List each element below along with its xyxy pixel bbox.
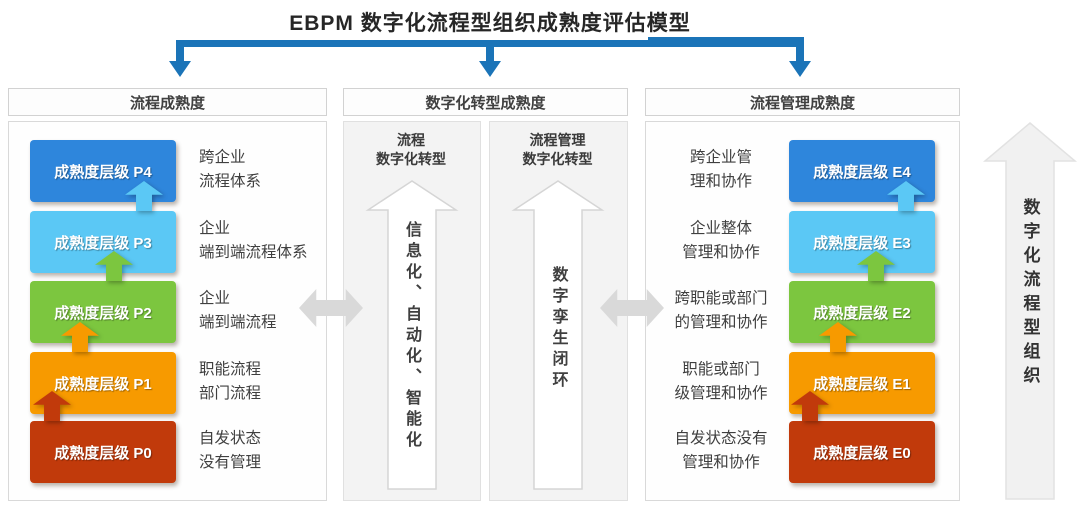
level-desc-p3: 企业端到端流程体系 <box>199 220 308 261</box>
level-desc-p1: 职能流程部门流程 <box>199 361 262 402</box>
level-box-p0: 成熟度层级 P0 <box>30 421 176 483</box>
digital-org-arrow: 数字化流程型组织 <box>982 118 1078 502</box>
big-up-arrow-icon <box>982 122 1078 500</box>
header-process-maturity: 流程成熟度 <box>8 88 327 116</box>
up-arrow-icon <box>819 322 857 352</box>
page-title: EBPM 数字化流程型组织成熟度评估模型 <box>289 12 691 35</box>
arrow-vertical-text: 数字孪生闭环 <box>549 266 567 392</box>
sub-header-management-digital: 流程管理 数字化转型 <box>522 132 593 167</box>
level-box-p3: 成熟度层级 P3 <box>30 211 176 273</box>
level-desc-e3: 企业整体管理和协作 <box>682 220 760 261</box>
digital-org-vertical-text: 数字化流程型组织 <box>1020 198 1040 390</box>
arrow-vertical-text: 信息化、自动化、智能化 <box>403 221 420 452</box>
up-arrow-icon <box>887 181 925 211</box>
header-management-maturity: 流程管理成熟度 <box>645 88 960 116</box>
down-arrow-icon <box>789 61 811 77</box>
sub-panel-management-digital: 流程管理 数字化转型 数字孪生闭环 <box>489 121 626 499</box>
level-box-e2: 成熟度层级 E2 <box>789 281 935 343</box>
header-digital-maturity: 数字化转型成熟度 <box>343 88 628 116</box>
down-arrow-icon <box>169 61 191 77</box>
level-desc-e1: 职能或部门级管理和协作 <box>674 361 768 402</box>
outline-up-arrow-icon <box>511 180 605 490</box>
level-desc-e2: 跨职能或部门的管理和协作 <box>674 290 768 331</box>
level-desc-p0: 自发状态没有管理 <box>199 430 262 471</box>
level-box-p2: 成熟度层级 P2 <box>30 281 176 343</box>
up-arrow-icon <box>857 251 895 281</box>
level-box-p4: 成熟度层级 P4 <box>30 140 176 202</box>
up-arrow-icon <box>61 322 99 352</box>
up-arrow-icon <box>33 391 71 421</box>
bracket-bar <box>176 40 804 47</box>
level-desc-e0: 自发状态没有管理和协作 <box>674 430 768 471</box>
outline-up-arrow-icon <box>365 180 459 490</box>
sub-header-process-digital: 流程 数字化转型 <box>376 132 446 167</box>
up-arrow-icon <box>791 391 829 421</box>
level-desc-p4: 跨企业流程体系 <box>199 149 262 190</box>
down-arrow-icon <box>479 61 501 77</box>
up-arrow-icon <box>125 181 163 211</box>
level-box-e0: 成熟度层级 E0 <box>789 421 935 483</box>
up-arrow-icon <box>95 251 133 281</box>
level-desc-e4: 跨企业管理和协作 <box>689 149 752 190</box>
bracket-connector <box>169 37 811 77</box>
sub-panel-process-digital: 流程 数字化转型 信息化、自动化、智能化 <box>343 121 479 499</box>
level-desc-p2: 企业端到端流程 <box>199 290 277 331</box>
